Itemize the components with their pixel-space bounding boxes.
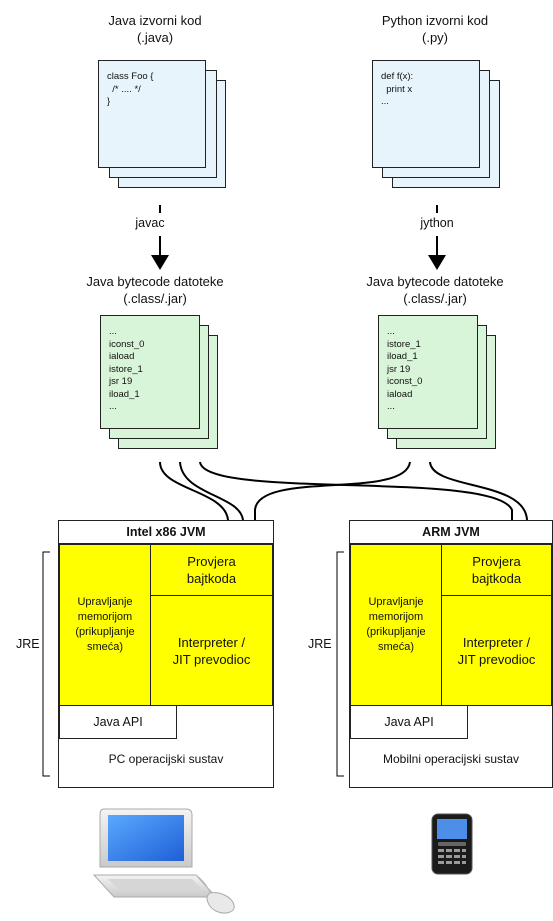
left-bytecode-title: Java bytecode datoteke (.class/.jar) — [45, 273, 265, 307]
left-jre-brace — [42, 551, 50, 777]
python-source-title-line1: Python izvorni kod — [381, 13, 489, 28]
left-jre-label: JRE — [16, 637, 40, 651]
left-to-intel-arrow-1 — [159, 461, 229, 535]
intel-os-label: PC operacijski sustav — [108, 752, 224, 766]
python-source-sheet-front: def f(x): print x ... — [372, 60, 480, 168]
intel-java-api-label: Java API — [93, 715, 143, 729]
intel-memory-label: Upravljanje memorijom (prikupljanje smeć… — [75, 596, 135, 653]
right-bytecode-title-line2: (.class/.jar) — [403, 291, 467, 306]
smartphone-icon — [431, 813, 473, 875]
javac-label: javac — [135, 216, 165, 230]
left-bytecode-sheet-front: ... iconst_0 iaload istore_1 jsr 19 iloa… — [100, 315, 200, 429]
right-bytecode-code: ... istore_1 iload_1 jsr 19 iconst_0 ial… — [387, 326, 423, 412]
right-bytecode-title-line1: Java bytecode datoteke — [366, 274, 504, 289]
jython-arrowhead — [428, 255, 446, 270]
left-bytecode-title-line1: Java bytecode datoteke — [86, 274, 224, 289]
intel-interpreter-jit: Interpreter / JIT prevodioc — [150, 595, 273, 706]
right-jre-label: JRE — [308, 637, 332, 651]
intel-interpreter-label: Interpreter / JIT prevodioc — [172, 634, 251, 667]
arm-interpreter-label: Interpreter / JIT prevodioc — [457, 634, 536, 667]
arm-java-api-label: Java API — [384, 715, 434, 729]
java-source-title-line2: (.java) — [136, 30, 174, 45]
java-source-title: Java izvorni kod (.java) — [60, 12, 250, 46]
java-source-code: class Foo { /* .... */ } — [107, 71, 154, 107]
intel-verifier-label: Provjera bajtkoda — [186, 554, 237, 586]
javac-arrowhead — [151, 255, 169, 270]
arm-java-api: Java API — [350, 705, 468, 739]
arm-verifier-label: Provjera bajtkoda — [471, 554, 522, 586]
arm-memory-management: Upravljanje memorijom (prikupljanje smeć… — [350, 544, 442, 706]
laptop-icon — [92, 808, 235, 914]
intel-memory-management: Upravljanje memorijom (prikupljanje smeć… — [59, 544, 151, 706]
left-bytecode-code: ... iconst_0 iaload istore_1 jsr 19 iloa… — [109, 326, 145, 412]
arm-bytecode-verifier: Provjera bajtkoda — [441, 544, 552, 596]
jython-label: jython — [420, 216, 454, 230]
right-bytecode-sheet-front: ... istore_1 iload_1 jsr 19 iconst_0 ial… — [378, 315, 478, 429]
arm-memory-label: Upravljanje memorijom (prikupljanje smeć… — [366, 596, 426, 653]
python-source-code: def f(x): print x ... — [381, 71, 414, 107]
intel-java-api: Java API — [59, 705, 177, 739]
right-jre-brace — [336, 551, 344, 777]
left-to-arm-arrow — [199, 461, 513, 535]
arm-os-label: Mobilni operacijski sustav — [382, 752, 520, 766]
intel-jvm-title: Intel x86 JVM — [59, 521, 273, 544]
java-source-title-line1: Java izvorni kod — [108, 13, 202, 28]
intel-bytecode-verifier: Provjera bajtkoda — [150, 544, 273, 596]
left-to-intel-arrow-2 — [179, 461, 244, 535]
arm-jvm-stack: ARM JVM Upravljanje memorijom (prikuplja… — [349, 520, 553, 788]
intel-jvm-stack: Intel x86 JVM Upravljanje memorijom (pri… — [58, 520, 274, 788]
right-to-intel-arrow — [254, 461, 411, 535]
left-bytecode-title-line2: (.class/.jar) — [123, 291, 187, 306]
arm-interpreter-jit: Interpreter / JIT prevodioc — [441, 595, 552, 706]
python-source-title: Python izvorni kod (.py) — [335, 12, 535, 46]
arm-jvm-title: ARM JVM — [350, 521, 552, 544]
java-source-sheet-front: class Foo { /* .... */ } — [98, 60, 206, 168]
right-to-arm-arrow — [429, 461, 528, 535]
python-source-title-line2: (.py) — [422, 30, 448, 45]
right-bytecode-title: Java bytecode datoteke (.class/.jar) — [325, 273, 545, 307]
